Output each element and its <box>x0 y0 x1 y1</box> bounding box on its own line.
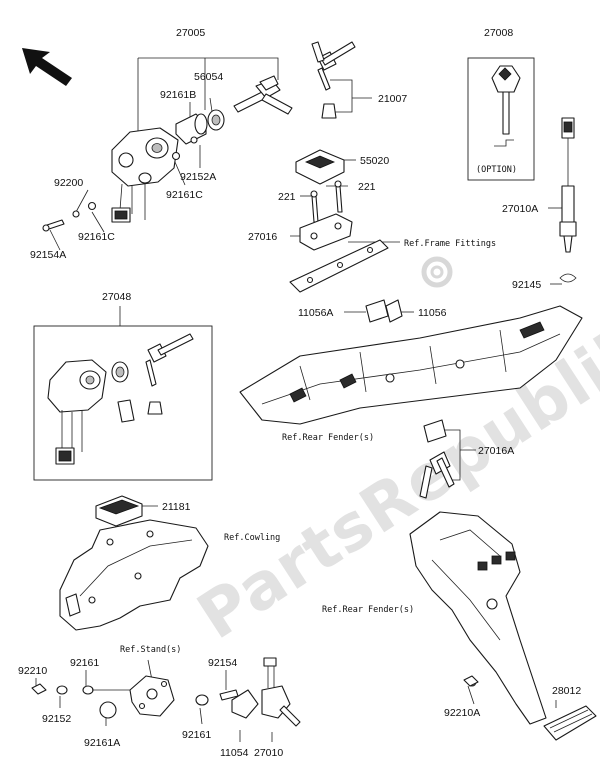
label-92154a: 92154A <box>30 249 66 261</box>
label-221-right: 221 <box>358 181 376 193</box>
option-key-box <box>467 57 535 181</box>
label-92210: 92210 <box>18 665 47 677</box>
screw-92154a[interactable] <box>42 219 65 232</box>
ref-cowling: Ref.Cowling <box>224 533 280 543</box>
label-92210a: 92210A <box>444 707 480 719</box>
part-number-labels: 27005 56054 92161B 21007 27008 (OPTION) … <box>18 27 581 759</box>
blank-key-set-21007[interactable] <box>311 41 356 119</box>
reflector-28012[interactable] <box>543 700 597 741</box>
washers-92152a-92161c[interactable] <box>72 136 198 218</box>
label-92200: 92200 <box>54 177 83 189</box>
ignition-cylinder-cover[interactable] <box>175 113 208 145</box>
cowling-bracket[interactable] <box>59 519 209 631</box>
ref-rear-fender-upper: Ref.Rear Fender(s) <box>282 433 374 443</box>
gear-icon <box>421 256 453 288</box>
label-92161-right: 92161 <box>182 729 211 741</box>
seat-lock-switch-27010a[interactable] <box>559 117 577 283</box>
key-barrel-27016a[interactable] <box>419 419 455 499</box>
license-plate-bracket[interactable] <box>409 511 547 725</box>
nut-92210a[interactable] <box>463 675 479 705</box>
label-27005: 27005 <box>176 27 205 39</box>
stand-switch-parts[interactable] <box>31 657 301 727</box>
label-option: (OPTION) <box>476 165 517 175</box>
label-92161b: 92161B <box>160 89 196 101</box>
label-27008: 27008 <box>484 27 513 39</box>
module-21181[interactable] <box>95 495 143 527</box>
label-92161a: 92161A <box>84 737 120 749</box>
label-11056: 11056 <box>418 307 447 319</box>
label-55020: 55020 <box>360 155 389 167</box>
label-27016a: 27016A <box>478 445 514 457</box>
label-56054: 56054 <box>194 71 223 83</box>
ref-rear-fender-lower: Ref.Rear Fender(s) <box>322 605 414 615</box>
label-11054: 11054 <box>220 747 249 759</box>
clips-11056[interactable] <box>365 299 403 323</box>
label-27016: 27016 <box>248 231 277 243</box>
front-direction-arrow-icon <box>22 48 72 86</box>
label-221-left: 221 <box>278 191 296 203</box>
ignition-switch-assembly[interactable] <box>111 127 179 223</box>
label-92154: 92154 <box>208 657 237 669</box>
leader-lines-27016a <box>438 429 476 481</box>
seal-ring-56054[interactable] <box>207 109 225 131</box>
ref-stands: Ref.Stand(s) <box>120 645 181 655</box>
label-92152: 92152 <box>42 713 71 725</box>
label-21181: 21181 <box>162 501 191 513</box>
cover-55020[interactable] <box>295 149 345 185</box>
ignition-key-pair[interactable] <box>233 75 293 115</box>
label-11056a: 11056A <box>298 307 333 319</box>
rear-fender-inner[interactable] <box>239 305 583 425</box>
ref-frame-fittings: Ref.Frame Fittings <box>404 239 496 249</box>
leader-lines-21007 <box>330 79 372 113</box>
option-key-27008[interactable] <box>491 65 521 147</box>
lock-set-box-27048 <box>33 325 213 481</box>
label-27010a: 27010A <box>502 203 538 215</box>
leader-lines-27005 <box>49 57 279 251</box>
leader-lines-27010a <box>548 207 562 285</box>
label-92152a: 92152A <box>180 171 216 183</box>
label-92161c-upper: 92161C <box>166 189 203 201</box>
label-28012: 28012 <box>552 685 581 697</box>
label-92145: 92145 <box>512 279 541 291</box>
label-92161c-lower: 92161C <box>78 231 115 243</box>
label-27048: 27048 <box>102 291 131 303</box>
label-92161-left: 92161 <box>70 657 99 669</box>
frame-fitting-rail[interactable] <box>289 239 389 293</box>
lock-set-27048[interactable] <box>47 333 194 465</box>
label-21007: 21007 <box>378 93 407 105</box>
bracket-27016[interactable] <box>299 213 353 251</box>
label-27010: 27010 <box>254 747 283 759</box>
